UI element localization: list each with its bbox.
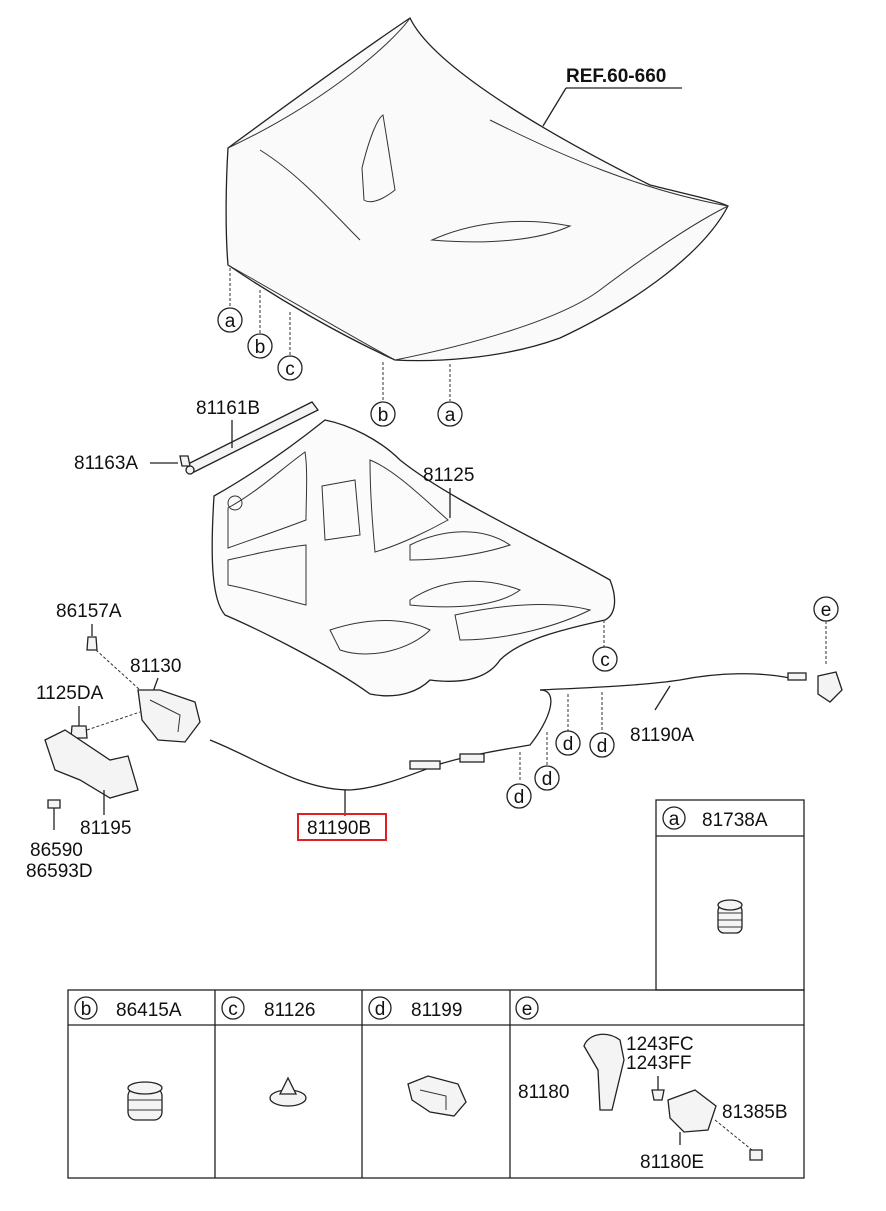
hood-stay-rod: 81161B 81163A [74, 398, 319, 475]
svg-text:a: a [669, 809, 680, 830]
svg-text:81199: 81199 [411, 1000, 462, 1021]
svg-text:81180: 81180 [518, 1082, 569, 1103]
svg-text:a: a [445, 405, 456, 426]
hood-panel [225, 17, 729, 362]
svg-text:81385B: 81385B [722, 1102, 788, 1123]
bumper-stopper-a-icon [717, 899, 743, 934]
svg-text:REF.60-660: REF.60-660 [566, 66, 666, 87]
clip-fastener-icon [269, 1076, 307, 1107]
cable-clip-icon [407, 1075, 467, 1117]
reference-label: REF.60-660 [542, 66, 682, 127]
svg-text:d: d [597, 736, 608, 757]
svg-text:81190B: 81190B [307, 818, 371, 839]
svg-text:81738A: 81738A [702, 810, 768, 831]
release-cable-81190B: 81190B d d [209, 689, 560, 841]
legend-b: b 86415A [74, 996, 182, 1121]
svg-text:d: d [563, 734, 574, 755]
svg-text:a: a [225, 311, 236, 332]
legend-e: e 1243FC 1243FF 81180 81385B 81180E [515, 996, 788, 1173]
svg-text:e: e [522, 999, 533, 1020]
svg-text:81125: 81125 [423, 465, 474, 486]
svg-text:81195: 81195 [80, 818, 131, 839]
svg-text:81190A: 81190A [630, 725, 694, 746]
handle-bracket-icon [667, 1089, 717, 1133]
svg-text:e: e [821, 600, 832, 621]
release-cable-81190A: d d 81190A e [539, 596, 843, 758]
svg-text:81163A: 81163A [74, 453, 138, 474]
svg-text:81161B: 81161B [196, 398, 260, 419]
svg-text:b: b [255, 337, 266, 358]
legend-a: a 81738A [655, 799, 805, 991]
svg-text:d: d [514, 787, 525, 808]
svg-text:86590: 86590 [30, 840, 83, 861]
svg-text:81126: 81126 [264, 1000, 315, 1021]
svg-text:d: d [375, 999, 386, 1020]
svg-text:b: b [378, 405, 389, 426]
svg-text:b: b [81, 999, 92, 1020]
svg-text:c: c [285, 359, 295, 380]
svg-text:1125DA: 1125DA [36, 683, 104, 704]
svg-text:86593D: 86593D [26, 861, 93, 882]
hood-insulator-panel: 81125 c [211, 419, 618, 697]
svg-text:c: c [600, 650, 610, 671]
hood-callouts: a b c b a [217, 268, 463, 427]
svg-text:d: d [542, 769, 553, 790]
svg-text:c: c [228, 999, 238, 1020]
svg-text:86415A: 86415A [116, 1000, 182, 1021]
bumper-stopper-b-icon [127, 1081, 163, 1121]
legend-bcde [67, 989, 805, 1179]
svg-text:81180E: 81180E [640, 1152, 704, 1173]
svg-text:86157A: 86157A [56, 601, 122, 622]
svg-text:1243FC: 1243FC [626, 1034, 694, 1055]
release-handle-icon [583, 1033, 625, 1111]
highlight-box [297, 813, 387, 841]
legend-d: d 81199 [368, 996, 467, 1117]
svg-text:1243FF: 1243FF [626, 1053, 691, 1074]
svg-text:81130: 81130 [130, 656, 181, 677]
hood-latch-assembly: 86157A 81130 1125DA 81195 86590 86593D [26, 601, 201, 882]
legend-c: c 81126 [221, 996, 315, 1107]
